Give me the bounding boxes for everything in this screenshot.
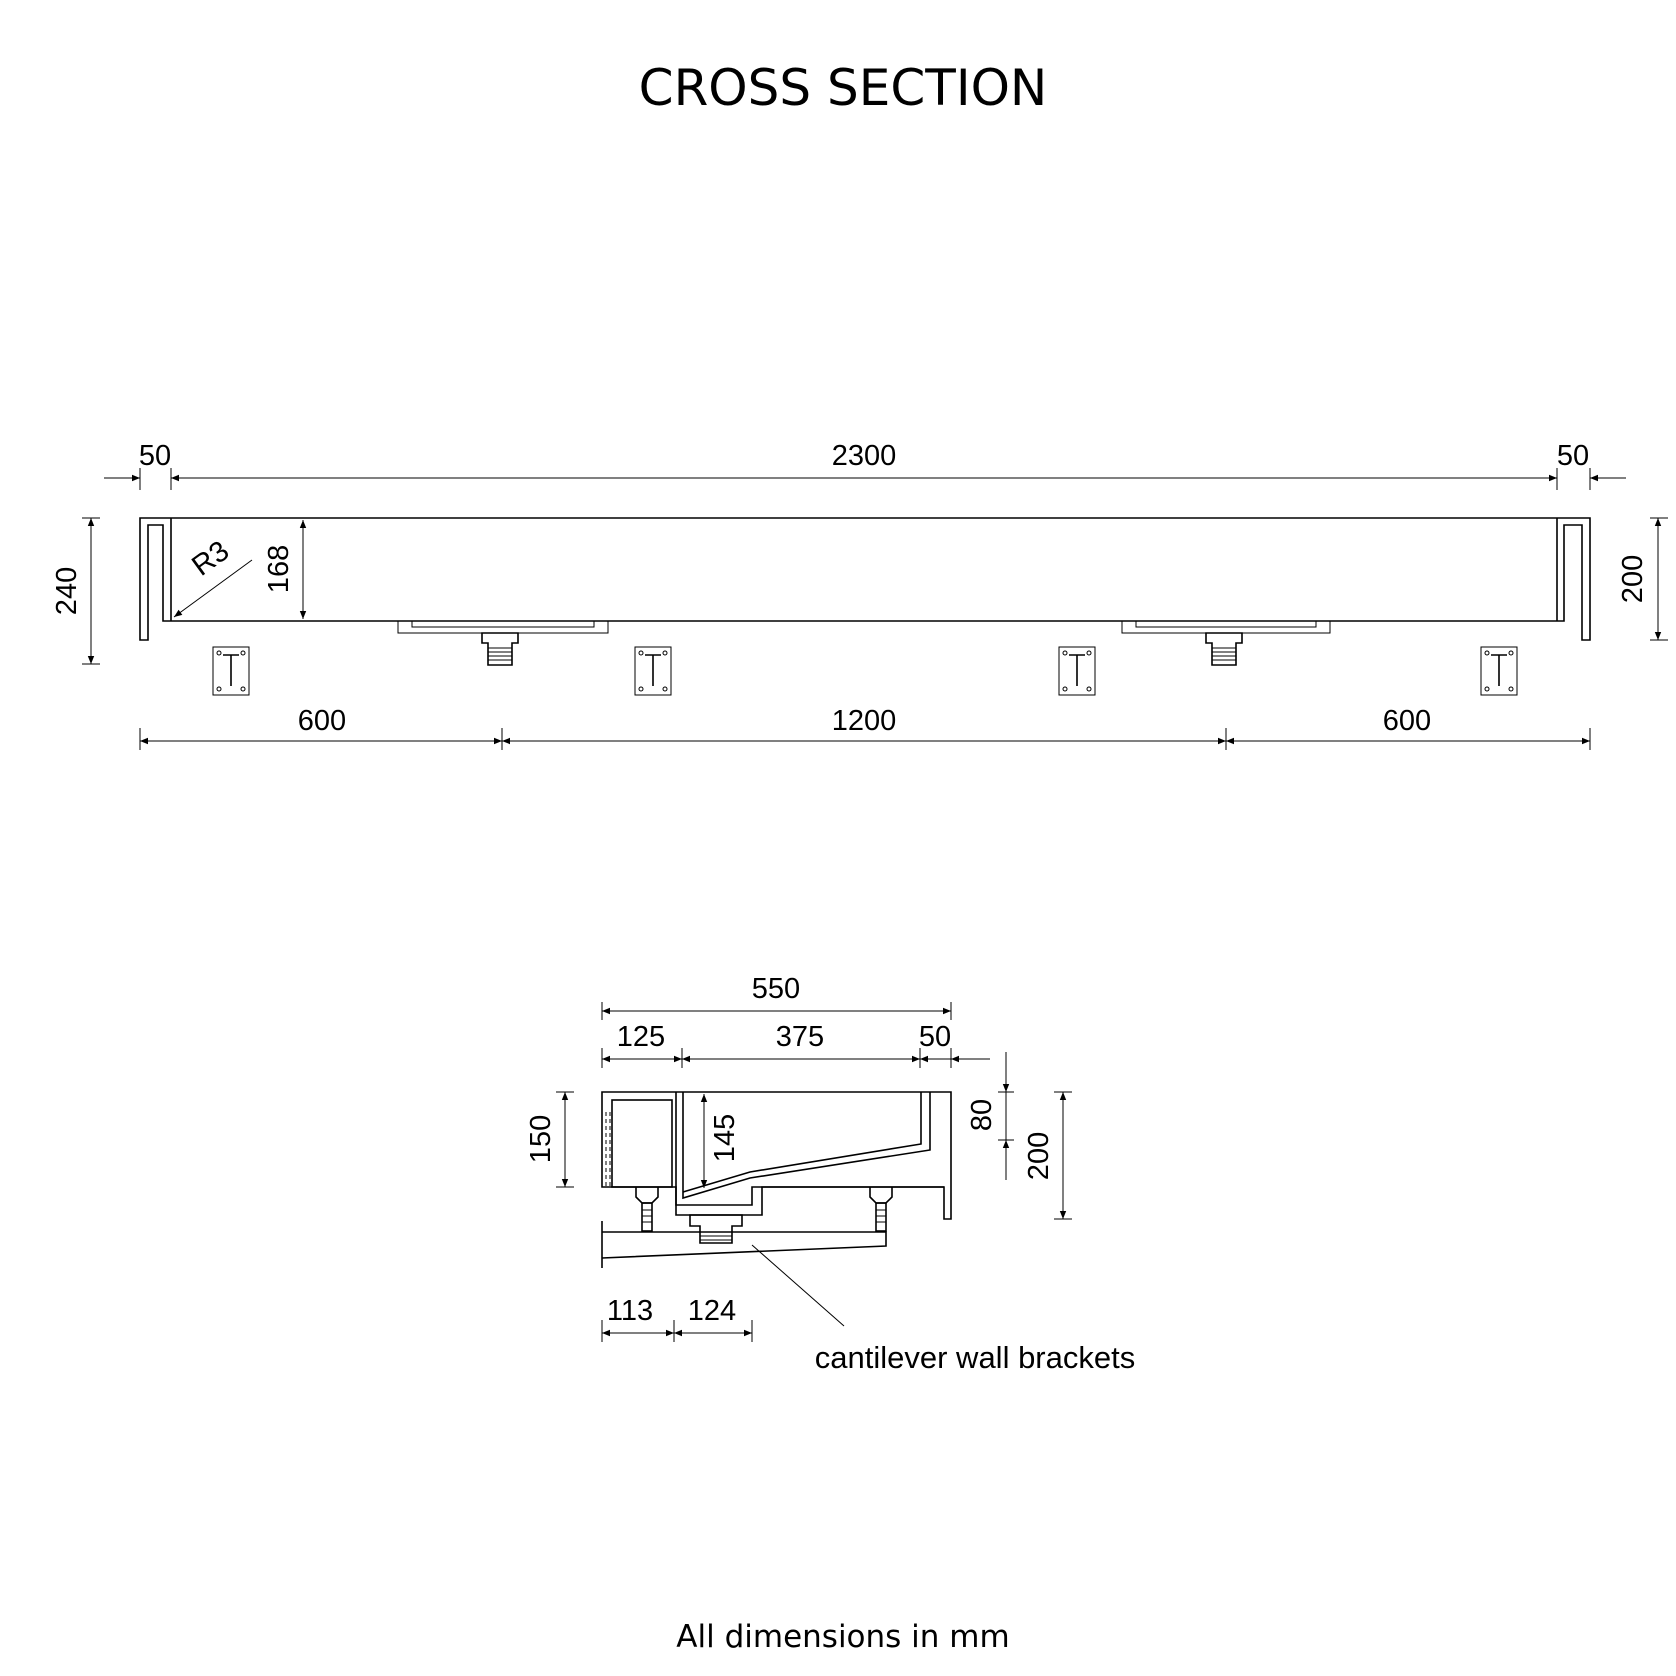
dim-124: 124 <box>688 1295 736 1327</box>
side-dim-550: 550 <box>601 973 952 1020</box>
dim-145: 145 <box>709 1114 741 1162</box>
callout-leader <box>751 1244 845 1327</box>
callout-cantilever-brackets: cantilever wall brackets <box>815 1340 1135 1375</box>
rear-compartment <box>611 1099 673 1188</box>
dim-bottom: 600 1200 600 <box>139 705 1591 750</box>
basin-inner <box>675 1092 944 1206</box>
side-dim-bracket: 113 124 <box>601 1295 753 1342</box>
dim-375: 375 <box>776 1021 824 1053</box>
wall-bracket-2 <box>634 646 672 696</box>
side-bracket-bolt-left <box>635 1187 659 1232</box>
waste-outlet-left <box>481 632 519 666</box>
side-bracket-bolt-right <box>869 1187 893 1232</box>
dim-200-front: 200 <box>1617 555 1649 603</box>
dim-150: 150 <box>525 1115 557 1163</box>
dim-125: 125 <box>617 1021 665 1053</box>
dim-right-wall: 50 <box>1557 440 1589 472</box>
side-dim-200: 200 <box>1023 1091 1072 1220</box>
side-dim-145: 145 <box>700 1094 741 1188</box>
dim-600-right: 600 <box>1383 705 1431 737</box>
dim-overall-length: 2300 <box>832 440 897 472</box>
side-dim-80: 80 <box>966 1052 1014 1180</box>
dim-left-wall: 50 <box>139 440 171 472</box>
drawing-title: CROSS SECTION <box>639 59 1048 117</box>
dim-200-side: 200 <box>1023 1132 1055 1180</box>
front-view: 50 2300 50 240 168 R3 200 <box>51 440 1668 750</box>
wall-bracket-4 <box>1480 646 1518 696</box>
dim-240: 240 <box>51 567 83 615</box>
side-dim-row2: 125 375 50 <box>601 1021 990 1068</box>
cantilever-bracket <box>601 1221 887 1268</box>
dim-height-left: 240 <box>51 517 100 665</box>
dim-80: 80 <box>966 1099 998 1131</box>
dim-radius: R3 <box>173 535 253 618</box>
wall-bracket-3 <box>1058 646 1096 696</box>
side-waste-outlet <box>689 1214 743 1244</box>
dim-113: 113 <box>607 1295 653 1327</box>
dim-height-right: 200 <box>1617 517 1668 641</box>
waste-outlet-right <box>1205 632 1243 666</box>
side-view: 550 125 375 50 150 145 <box>525 973 1135 1375</box>
dim-inner-depth: 168 <box>263 520 307 619</box>
dim-600-left: 600 <box>298 705 346 737</box>
dim-168: 168 <box>263 545 295 593</box>
trough-outline <box>139 517 1591 641</box>
side-dim-150: 150 <box>525 1091 574 1188</box>
wall-bracket-1 <box>212 646 250 696</box>
dim-50-side: 50 <box>919 1021 951 1053</box>
dim-1200: 1200 <box>832 705 897 737</box>
basin-slope <box>682 1092 931 1200</box>
dimensions-note: All dimensions in mm <box>676 1619 1009 1655</box>
dim-r3: R3 <box>186 535 235 583</box>
dim-top: 50 2300 50 <box>104 440 1626 490</box>
dim-550: 550 <box>752 973 800 1005</box>
